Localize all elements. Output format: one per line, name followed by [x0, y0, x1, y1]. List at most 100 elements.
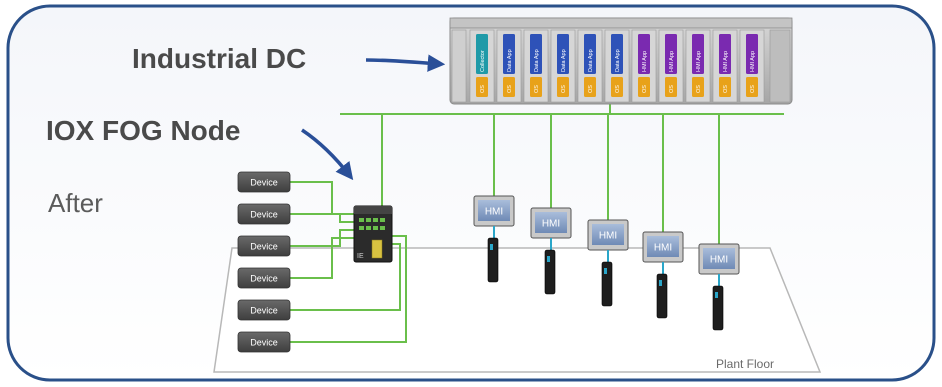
switch-port: [380, 218, 385, 222]
hmi-screen: [592, 224, 624, 245]
switch-module: [371, 239, 383, 259]
hmi-screen: [647, 236, 679, 257]
device-body: [237, 235, 291, 257]
switch-top: [354, 206, 392, 214]
slot-app-label: Data App: [507, 49, 513, 72]
device-box: Device: [237, 299, 291, 321]
slot-os-label: OS: [480, 85, 486, 93]
device-label: Device: [250, 306, 278, 316]
device-link-4: [290, 237, 356, 279]
slot-app-label: HMI App: [669, 51, 675, 72]
device-link-2: [290, 213, 356, 223]
slot-app-module: [557, 34, 569, 74]
device-label: Device: [250, 210, 278, 220]
slot-os-module: [530, 77, 542, 97]
slot-app-module: [611, 34, 623, 74]
slot-os-module: [476, 77, 488, 97]
device-box: Device: [237, 331, 291, 353]
hmi-label: HMI: [485, 207, 503, 218]
hmi-list: HMI HMI HMI HMI HMI: [473, 195, 740, 331]
slot-os-label: OS: [561, 85, 567, 93]
switch-port: [380, 226, 385, 230]
fog-node-label: IOX FOG Node: [46, 115, 240, 146]
hmi-station: HMI: [587, 219, 629, 307]
slot-os-module: [665, 77, 677, 97]
switch-port: [359, 226, 364, 230]
slot-app-label: HMI App: [723, 51, 729, 72]
slot-app-module: [665, 34, 677, 74]
slot-os-label: OS: [642, 85, 648, 93]
hmi-controller-led: [547, 256, 550, 262]
hmi-controller-led: [715, 292, 718, 298]
switch-label: IE: [357, 253, 364, 260]
network-lines: [290, 104, 784, 343]
device-label: Device: [250, 242, 278, 252]
device-body: [237, 331, 291, 353]
hmi-station: HMI: [473, 195, 515, 283]
industrial-dc-label: Industrial DC: [132, 43, 306, 74]
slot-os-label: OS: [534, 85, 540, 93]
slot-os-module: [611, 77, 623, 97]
fog-node-switch: IE: [353, 205, 393, 263]
device-label: Device: [250, 274, 278, 284]
hmi-label: HMI: [542, 219, 560, 230]
slot-app-module: [584, 34, 596, 74]
switch-port: [359, 218, 364, 222]
slot-app-module: [530, 34, 542, 74]
slot-os-module: [719, 77, 731, 97]
device-label: Device: [250, 338, 278, 348]
slot-app-module: [746, 34, 758, 74]
device-link-6: [290, 235, 407, 343]
device-body: [237, 267, 291, 289]
device-box: Device: [237, 171, 291, 193]
slot-os-label: OS: [750, 85, 756, 93]
rack-left-panel: [451, 29, 467, 103]
hmi-label: HMI: [654, 243, 672, 254]
hmi-station: HMI: [698, 243, 740, 331]
hmi-station: HMI: [530, 207, 572, 295]
plant-floor-label: Plant Floor: [716, 357, 774, 371]
device-link-1: [290, 181, 356, 215]
rack-right-panel: [769, 29, 791, 103]
device-body: [237, 171, 291, 193]
slot-app-module: [638, 34, 650, 74]
device-box: Device: [237, 235, 291, 257]
dc-arrow: [365, 54, 446, 72]
slot-os-label: OS: [669, 85, 675, 93]
hmi-screen: [535, 212, 567, 233]
slot-os-module: [557, 77, 569, 97]
fog-arrow: [301, 128, 354, 181]
device-box: Device: [237, 203, 291, 225]
hmi-screen: [703, 248, 735, 269]
switch-port: [366, 218, 371, 222]
device-body: [237, 203, 291, 225]
hmi-controller-led: [490, 244, 493, 250]
slot-app-label: HMI App: [750, 51, 756, 72]
switch-port: [366, 226, 371, 230]
slot-os-label: OS: [615, 85, 621, 93]
slot-app-module: [692, 34, 704, 74]
slot-os-module: [638, 77, 650, 97]
slot-os-module: [746, 77, 758, 97]
slot-app-label: Data App: [534, 49, 540, 72]
rack-top-rail: [449, 17, 793, 29]
slot-app-module: [719, 34, 731, 74]
device-link-5: [290, 243, 401, 311]
device-body: [237, 299, 291, 321]
hmi-station: HMI: [642, 231, 684, 319]
slot-app-label: Collector: [480, 50, 486, 72]
hmi-label: HMI: [599, 231, 617, 242]
slot-os-module: [692, 77, 704, 97]
slot-os-label: OS: [507, 85, 513, 93]
